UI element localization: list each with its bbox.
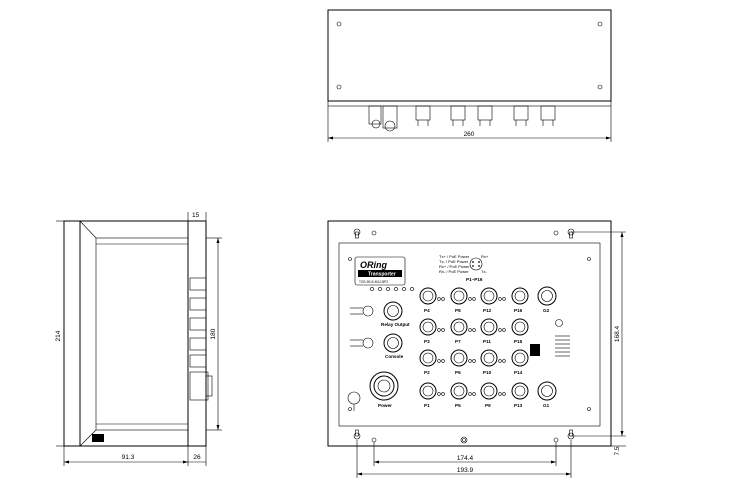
console-connector: Console — [350, 333, 404, 359]
port-row-3: P2 P6 P10 P14 — [419, 349, 529, 375]
pinout-line: Rx- / PoE Power — [439, 269, 469, 274]
brand-text: ORing — [360, 260, 387, 270]
port-label: P5 — [455, 403, 461, 408]
port-label: P7 — [455, 339, 461, 344]
port-label: P16 — [514, 308, 523, 313]
side-height-outer-label: 214 — [55, 330, 62, 341]
port-label: P8 — [455, 308, 461, 313]
side-inner-panel — [95, 237, 189, 431]
pinout-line: Rx+ / PoE Power — [439, 264, 470, 269]
screw-hole — [336, 84, 342, 90]
front-view: ORing Transporter TGS-9010-M12-BP2 Tx+ /… — [327, 220, 626, 478]
port-label: G2 — [543, 308, 550, 313]
side-height-inner-label: 180 — [210, 328, 217, 339]
port-label: P2 — [424, 370, 430, 375]
port-label: P1 — [424, 403, 430, 408]
oring-logo: ORing Transporter TGS-9010-M12-BP2 — [354, 256, 406, 286]
pinout-line: Tx- / PoE Power — [439, 259, 469, 264]
port-leds — [437, 297, 506, 396]
screw-hole — [597, 21, 603, 27]
pinout-title: P1~P16 — [466, 277, 483, 282]
relay-output-connector: Relay Output — [350, 301, 410, 327]
reset-button-block — [530, 344, 540, 356]
right-status-text-lines — [555, 335, 570, 357]
top-view-body — [327, 9, 612, 102]
mounting-bracket — [187, 220, 207, 447]
screw-hole — [597, 84, 603, 90]
port-label: P15 — [514, 339, 523, 344]
power-label: Power — [378, 403, 392, 408]
port-label: P6 — [455, 370, 461, 375]
top-connectors — [368, 105, 556, 132]
top-view: 260 — [327, 9, 612, 142]
side-bracket-label: 26 — [193, 454, 201, 461]
screw-hole — [336, 21, 342, 27]
port-row-1: P4 P8 P12 P16 G2 — [419, 286, 557, 313]
port-row-2: P3 P7 P11 P15 — [419, 318, 529, 344]
side-top-offset-label: 15 — [192, 212, 200, 219]
product-text: Transporter — [368, 272, 396, 278]
console-label: Console — [385, 354, 404, 359]
base-plate — [327, 100, 612, 107]
relay-label: Relay Output — [381, 322, 410, 327]
port-label: P10 — [483, 370, 492, 375]
port-label: P3 — [424, 339, 430, 344]
front-hole-spacing-label: 174.4 — [457, 455, 474, 462]
side-view-body — [63, 220, 189, 447]
top-width-label: 260 — [464, 131, 475, 138]
port-label: P11 — [483, 339, 491, 344]
pinout-line: Tx+ / PoE Power — [439, 254, 470, 259]
pin-label: Rx+ — [481, 254, 489, 259]
front-width-label: 193.9 — [457, 467, 474, 474]
front-panel — [338, 242, 601, 427]
port-label: P9 — [485, 403, 491, 408]
front-plate — [327, 220, 612, 447]
side-depth-label: 91.3 — [122, 454, 135, 461]
port-label: P13 — [514, 403, 523, 408]
power-connector: Power — [347, 371, 399, 411]
front-height-label: 168.4 — [614, 325, 621, 342]
port-label: P14 — [514, 370, 523, 375]
label-block — [92, 434, 104, 442]
port-label: P12 — [483, 308, 492, 313]
side-connectors — [189, 277, 213, 401]
model-text: TGS-9010-M12-BP2 — [359, 280, 388, 284]
status-led-row — [370, 287, 414, 291]
front-bottom-offset-label: 7.5 — [614, 446, 621, 455]
pinout-diagram: Tx+ / PoE Power Tx- / PoE Power Rx+ / Po… — [439, 254, 489, 282]
side-view: 214 180 15 91.3 26 — [55, 212, 222, 466]
port-row-4: P1 P5 P9 P13 G1 — [419, 381, 557, 408]
port-label: G1 — [543, 403, 550, 408]
pin-label: Tx- — [481, 269, 487, 274]
port-label: P4 — [424, 308, 430, 313]
status-indicator — [555, 319, 563, 327]
